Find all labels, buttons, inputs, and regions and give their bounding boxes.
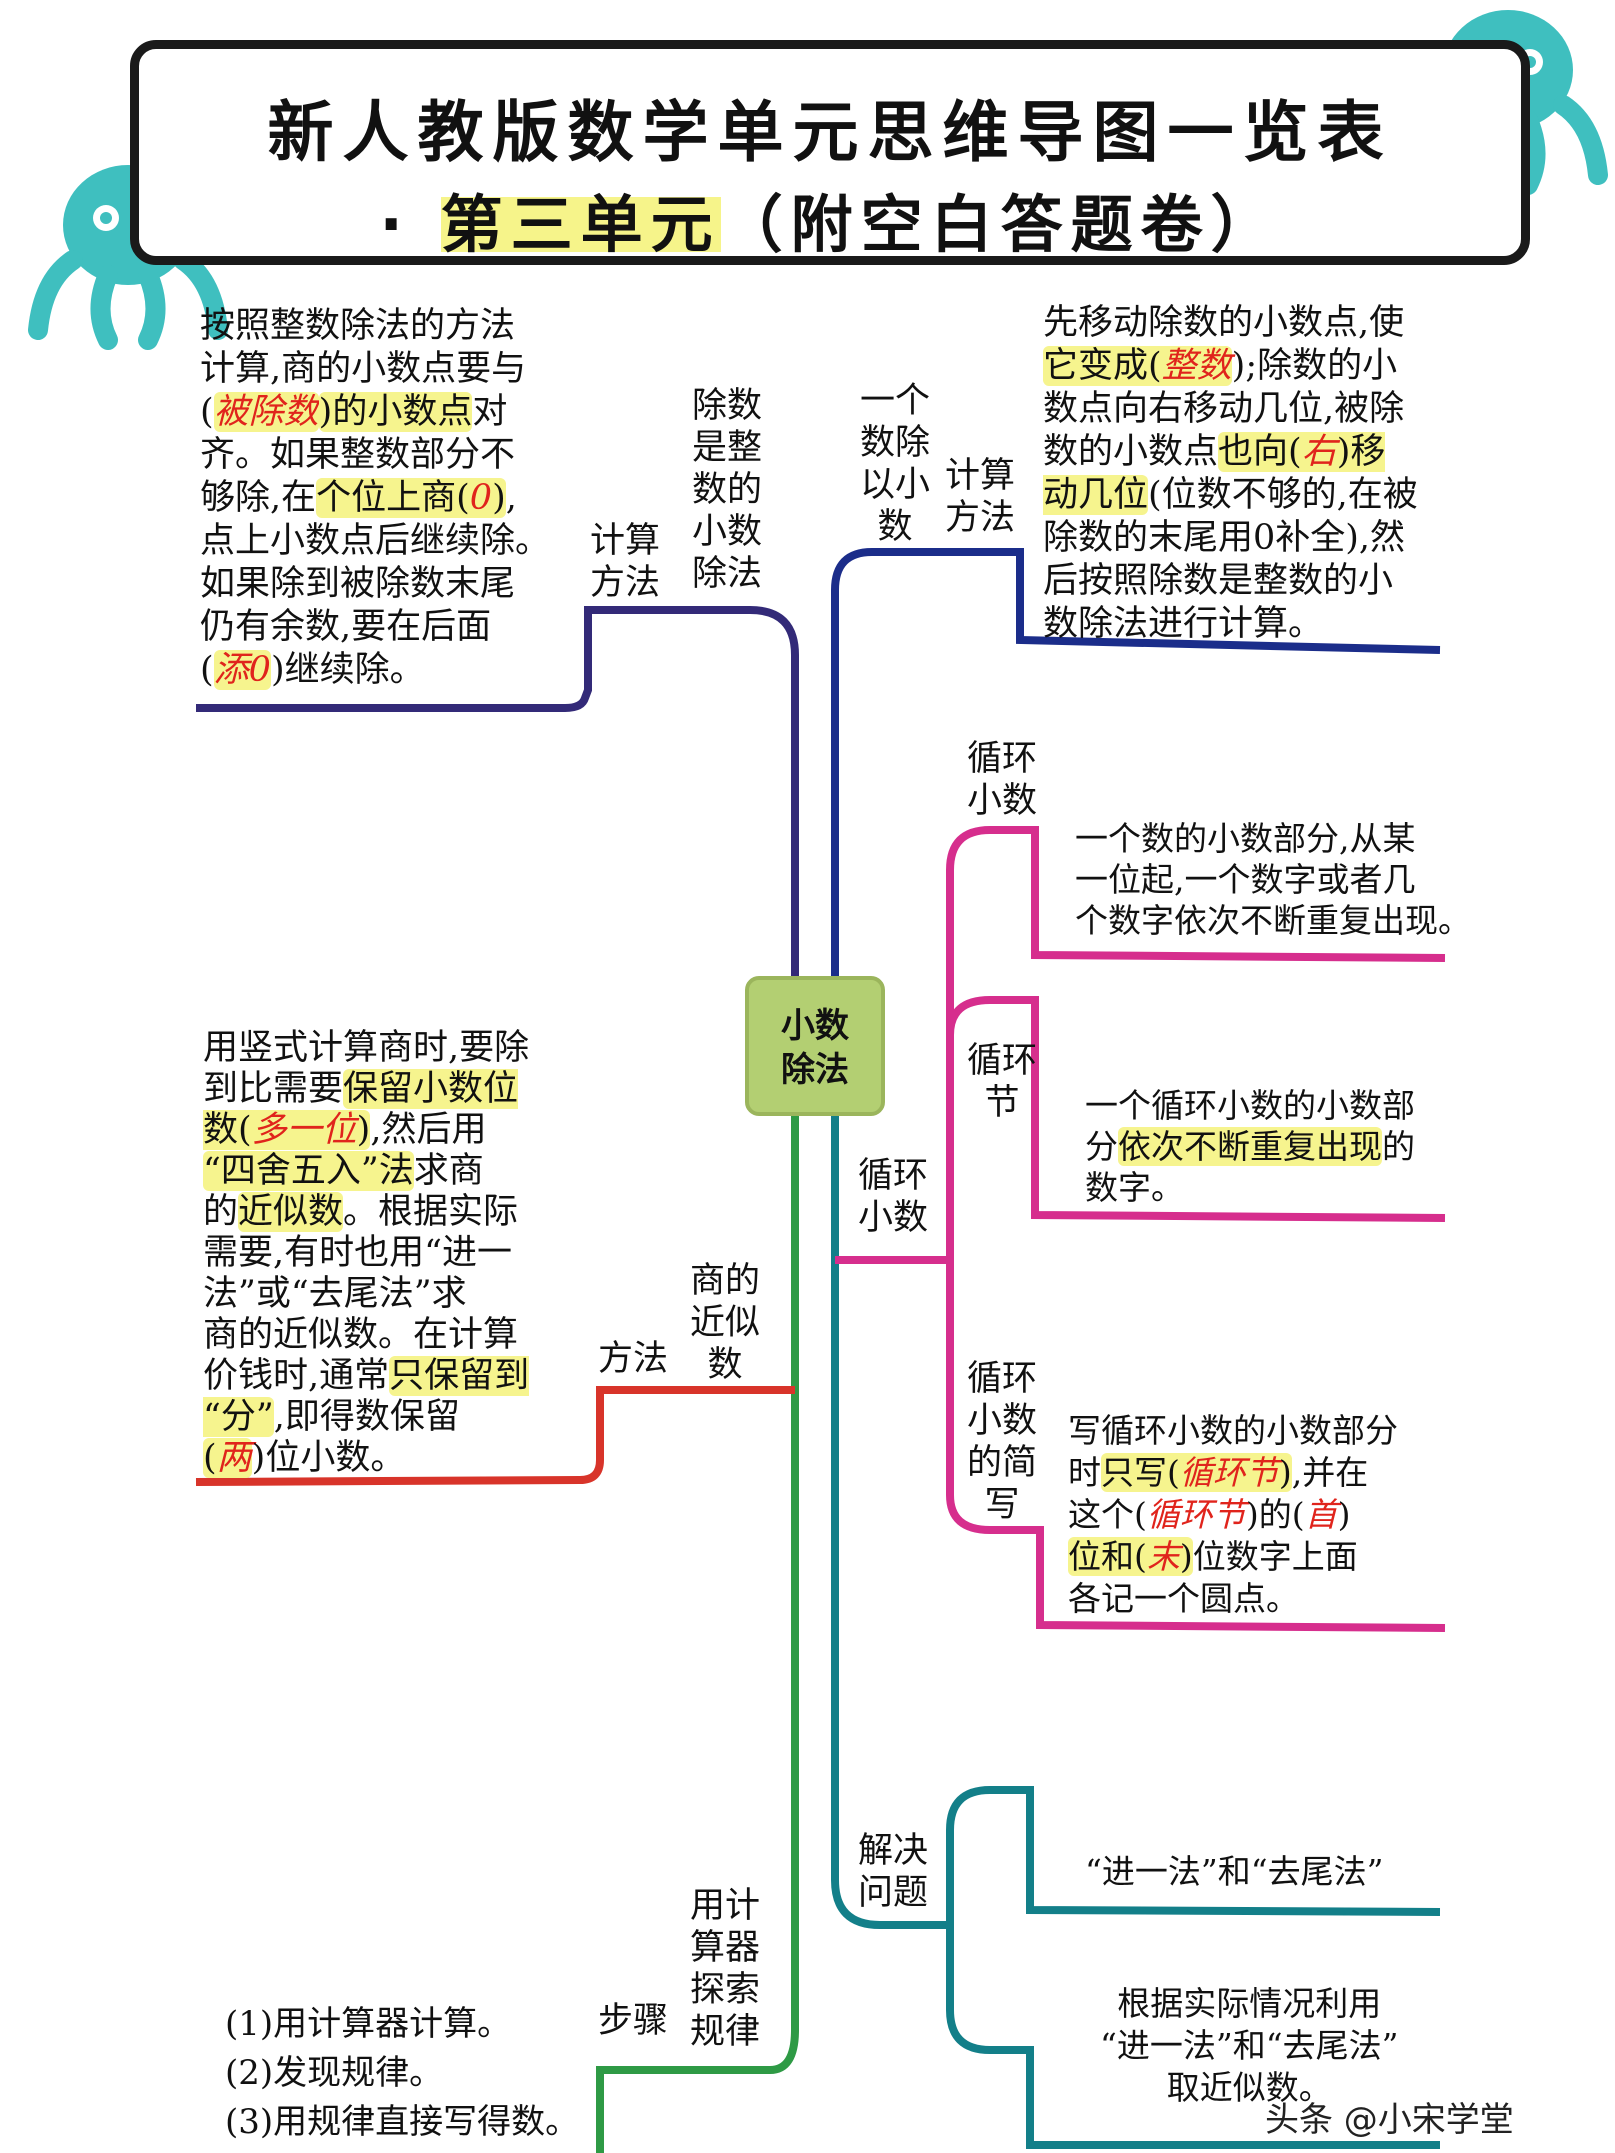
footer-watermark: 头条 @小宋学堂: [1265, 2100, 1514, 2140]
text-approx-4: ,然后用: [370, 1110, 487, 1150]
text-approx-5: “四舍五入”法: [203, 1151, 414, 1191]
label-repeat-sub2: 循环 节: [967, 1041, 1038, 1123]
answer-int-1: 被除数: [213, 392, 319, 432]
answer-int-2: 0: [469, 478, 493, 518]
label-int-division: 除数 是整 数的 小数 除法: [692, 386, 763, 594]
text-dec-2: 它变成(: [1043, 346, 1162, 386]
branch-line-repeat-down: [946, 1260, 1446, 1632]
branch-line-green: [596, 1115, 799, 2153]
text-approx-10: ,即得数保留: [273, 1397, 460, 1437]
title-box: 新人教版数学单元思维导图一览表 · 第三单元（附空白答题卷）: [130, 40, 1530, 265]
text-approx-6: 求商 的: [203, 1151, 484, 1232]
title-line2: · 第三单元（附空白答题卷）: [139, 174, 1521, 264]
text-repeat-sub3-2: 只写(: [1101, 1453, 1180, 1492]
text-repeat-sub3-5: )的(: [1245, 1495, 1305, 1534]
text-repeat-sub3-3: ): [1278, 1453, 1292, 1492]
text-repeat-sub3-1: 写循环小数的小数部分 时: [1068, 1411, 1398, 1492]
title-line1: 新人教版数学单元思维导图一览表: [267, 94, 1393, 171]
label-repeat-sub3: 循环 小数 的简 写: [967, 1359, 1038, 1525]
text-solve-2: 根据实际情况利用 “进一法”和“去尾法” 取近似数。: [1100, 1984, 1399, 2107]
text-dec-division: 先移动除数的小数点,使 它变成(整数);除数的小 数点向右移动几位,被除 数的小…: [1043, 302, 1418, 646]
text-repeat-sub3-7: 位和(: [1068, 1537, 1147, 1576]
text-repeat-sub2-3: 的 数字。: [1085, 1127, 1415, 1207]
title-subtitle: （附空白答题卷）: [720, 188, 1281, 261]
text-int-2: 的小数点: [332, 392, 473, 432]
text-int-1: 按照整数除法的方法 计算,商的小数点要与 (: [200, 306, 527, 432]
center-line1: 小数: [781, 1006, 849, 1046]
answer-repeat-2: 循环节: [1146, 1495, 1246, 1534]
text-int-division: 按照整数除法的方法 计算,商的小数点要与 (被除数) 的小数点对 齐。如果整数部分…: [200, 306, 551, 690]
text-dec-5: )移 动几位: [1043, 432, 1386, 515]
answer-dec-2: 右: [1301, 432, 1337, 472]
answer-approx-1: 多一位: [251, 1110, 357, 1150]
answer-approx-2: 两: [216, 1438, 252, 1478]
label-approx: 商的 近似 数: [690, 1261, 761, 1385]
answer-dec-1: 整数: [1161, 346, 1232, 386]
answer-repeat-4: 末: [1146, 1537, 1180, 1576]
label-dec-method: 计算 方法: [945, 456, 1016, 538]
branch-line-repeat-mid: [946, 996, 1446, 1260]
text-dec-4: 也向(: [1218, 432, 1302, 472]
text-approx-3: ): [356, 1110, 371, 1150]
label-repeat: 循环 小数: [858, 1156, 929, 1238]
text-int-7: )继续除。: [270, 650, 425, 690]
text-solve-1: “进一法”和“去尾法”: [1085, 1852, 1384, 1891]
text-repeat-sub2-2: 依次不断重复出现: [1118, 1127, 1382, 1166]
answer-int-3: 添0: [213, 650, 271, 690]
label-calc: 用计 算器 探索 规律: [690, 1886, 761, 2052]
text-approx-1: 用竖式计算商时,要除 到比需要: [203, 1028, 530, 1109]
center-line2: 除法: [781, 1050, 849, 1090]
text-repeat-sub3-6: ): [1337, 1495, 1351, 1534]
text-repeat-sub2-1: 一个循环小数的小数部 分: [1085, 1086, 1415, 1166]
text-repeat-sub2: 一个循环小数的小数部 分依次不断重复出现的 数字。: [1085, 1085, 1415, 1208]
text-dec-3: );除数的小 数点向右移动几位,被除 数的小数点: [1043, 346, 1405, 472]
text-int-3: 对 齐。如果整数部分不 够除,在: [200, 392, 516, 518]
text-approx-7: 近似数: [238, 1192, 344, 1232]
text-approx-8: 。根据实际 需要,有时也用“进一 法”或“去尾法”求 商的近似数。在计算 价钱时…: [203, 1192, 519, 1396]
label-repeat-sub1: 循环 小数: [967, 739, 1038, 821]
text-dec-6: (位数不够的,在被 除数的末尾用0补全),然 后按照除数是整数的小 数除法进行计…: [1043, 475, 1418, 644]
label-solve: 解决 问题: [858, 1831, 929, 1913]
branch-line-dec: [831, 548, 1441, 980]
text-repeat-sub1: 一个数的小数部分,从某 一位起,一个数字或者几 个数字依次不断重复出现。: [1075, 819, 1471, 940]
answer-repeat-1: 循环节: [1179, 1453, 1279, 1492]
text-repeat-sub3-8: ): [1179, 1537, 1193, 1576]
title-dot: ·: [379, 188, 411, 261]
center-node: 小数 除法: [745, 976, 885, 1116]
branch-line-solve-down: [946, 1925, 1440, 2149]
text-repeat-sub3: 写循环小数的小数部分 时只写(循环节),并在 这个(循环节)的(首) 位和(末)…: [1068, 1410, 1398, 1620]
text-repeat-sub3-9: 位数字上面 各记一个圆点。: [1068, 1537, 1358, 1618]
title-unit: 第三单元: [440, 188, 721, 261]
answer-repeat-3: 首: [1304, 1495, 1338, 1534]
branch-line-solve: [831, 1115, 950, 1929]
branch-line-int: [196, 606, 799, 980]
branch-line-approx: [195, 1386, 795, 1486]
label-calc-method: 步骤: [598, 2001, 669, 2041]
text-approx-11: (: [203, 1438, 217, 1478]
text-dec-1: 先移动除数的小数点,使: [1043, 303, 1405, 343]
label-approx-method: 方法: [598, 1339, 669, 1379]
label-int-method: 计算 方法: [590, 521, 661, 603]
label-dec-division: 一个 数除 以小 数: [860, 381, 931, 547]
text-approx-2: 保留小数位 数(: [203, 1069, 519, 1150]
text-int-4: 个位上商(: [316, 478, 470, 518]
branch-line-solve-up: [946, 1786, 1441, 1925]
branch-line-repeat-up: [946, 826, 1446, 1260]
text-repeat-sub3-4: ,并在 这个(: [1068, 1453, 1369, 1534]
text-calc-steps: (1)用计算器计算。 (2)发现规律。 (3)用规律直接写得数。: [225, 2004, 580, 2142]
text-int-6: , 点上小数点后继续除。 如果除到被除数末尾 仍有余数,要在后面 (: [200, 478, 551, 690]
text-approx-12: )位小数。: [251, 1438, 406, 1478]
text-approx: 用竖式计算商时,要除 到比需要保留小数位 数(多一位),然后用 “四舍五入”法求…: [203, 1028, 530, 1479]
text-int-5: ): [492, 478, 506, 518]
